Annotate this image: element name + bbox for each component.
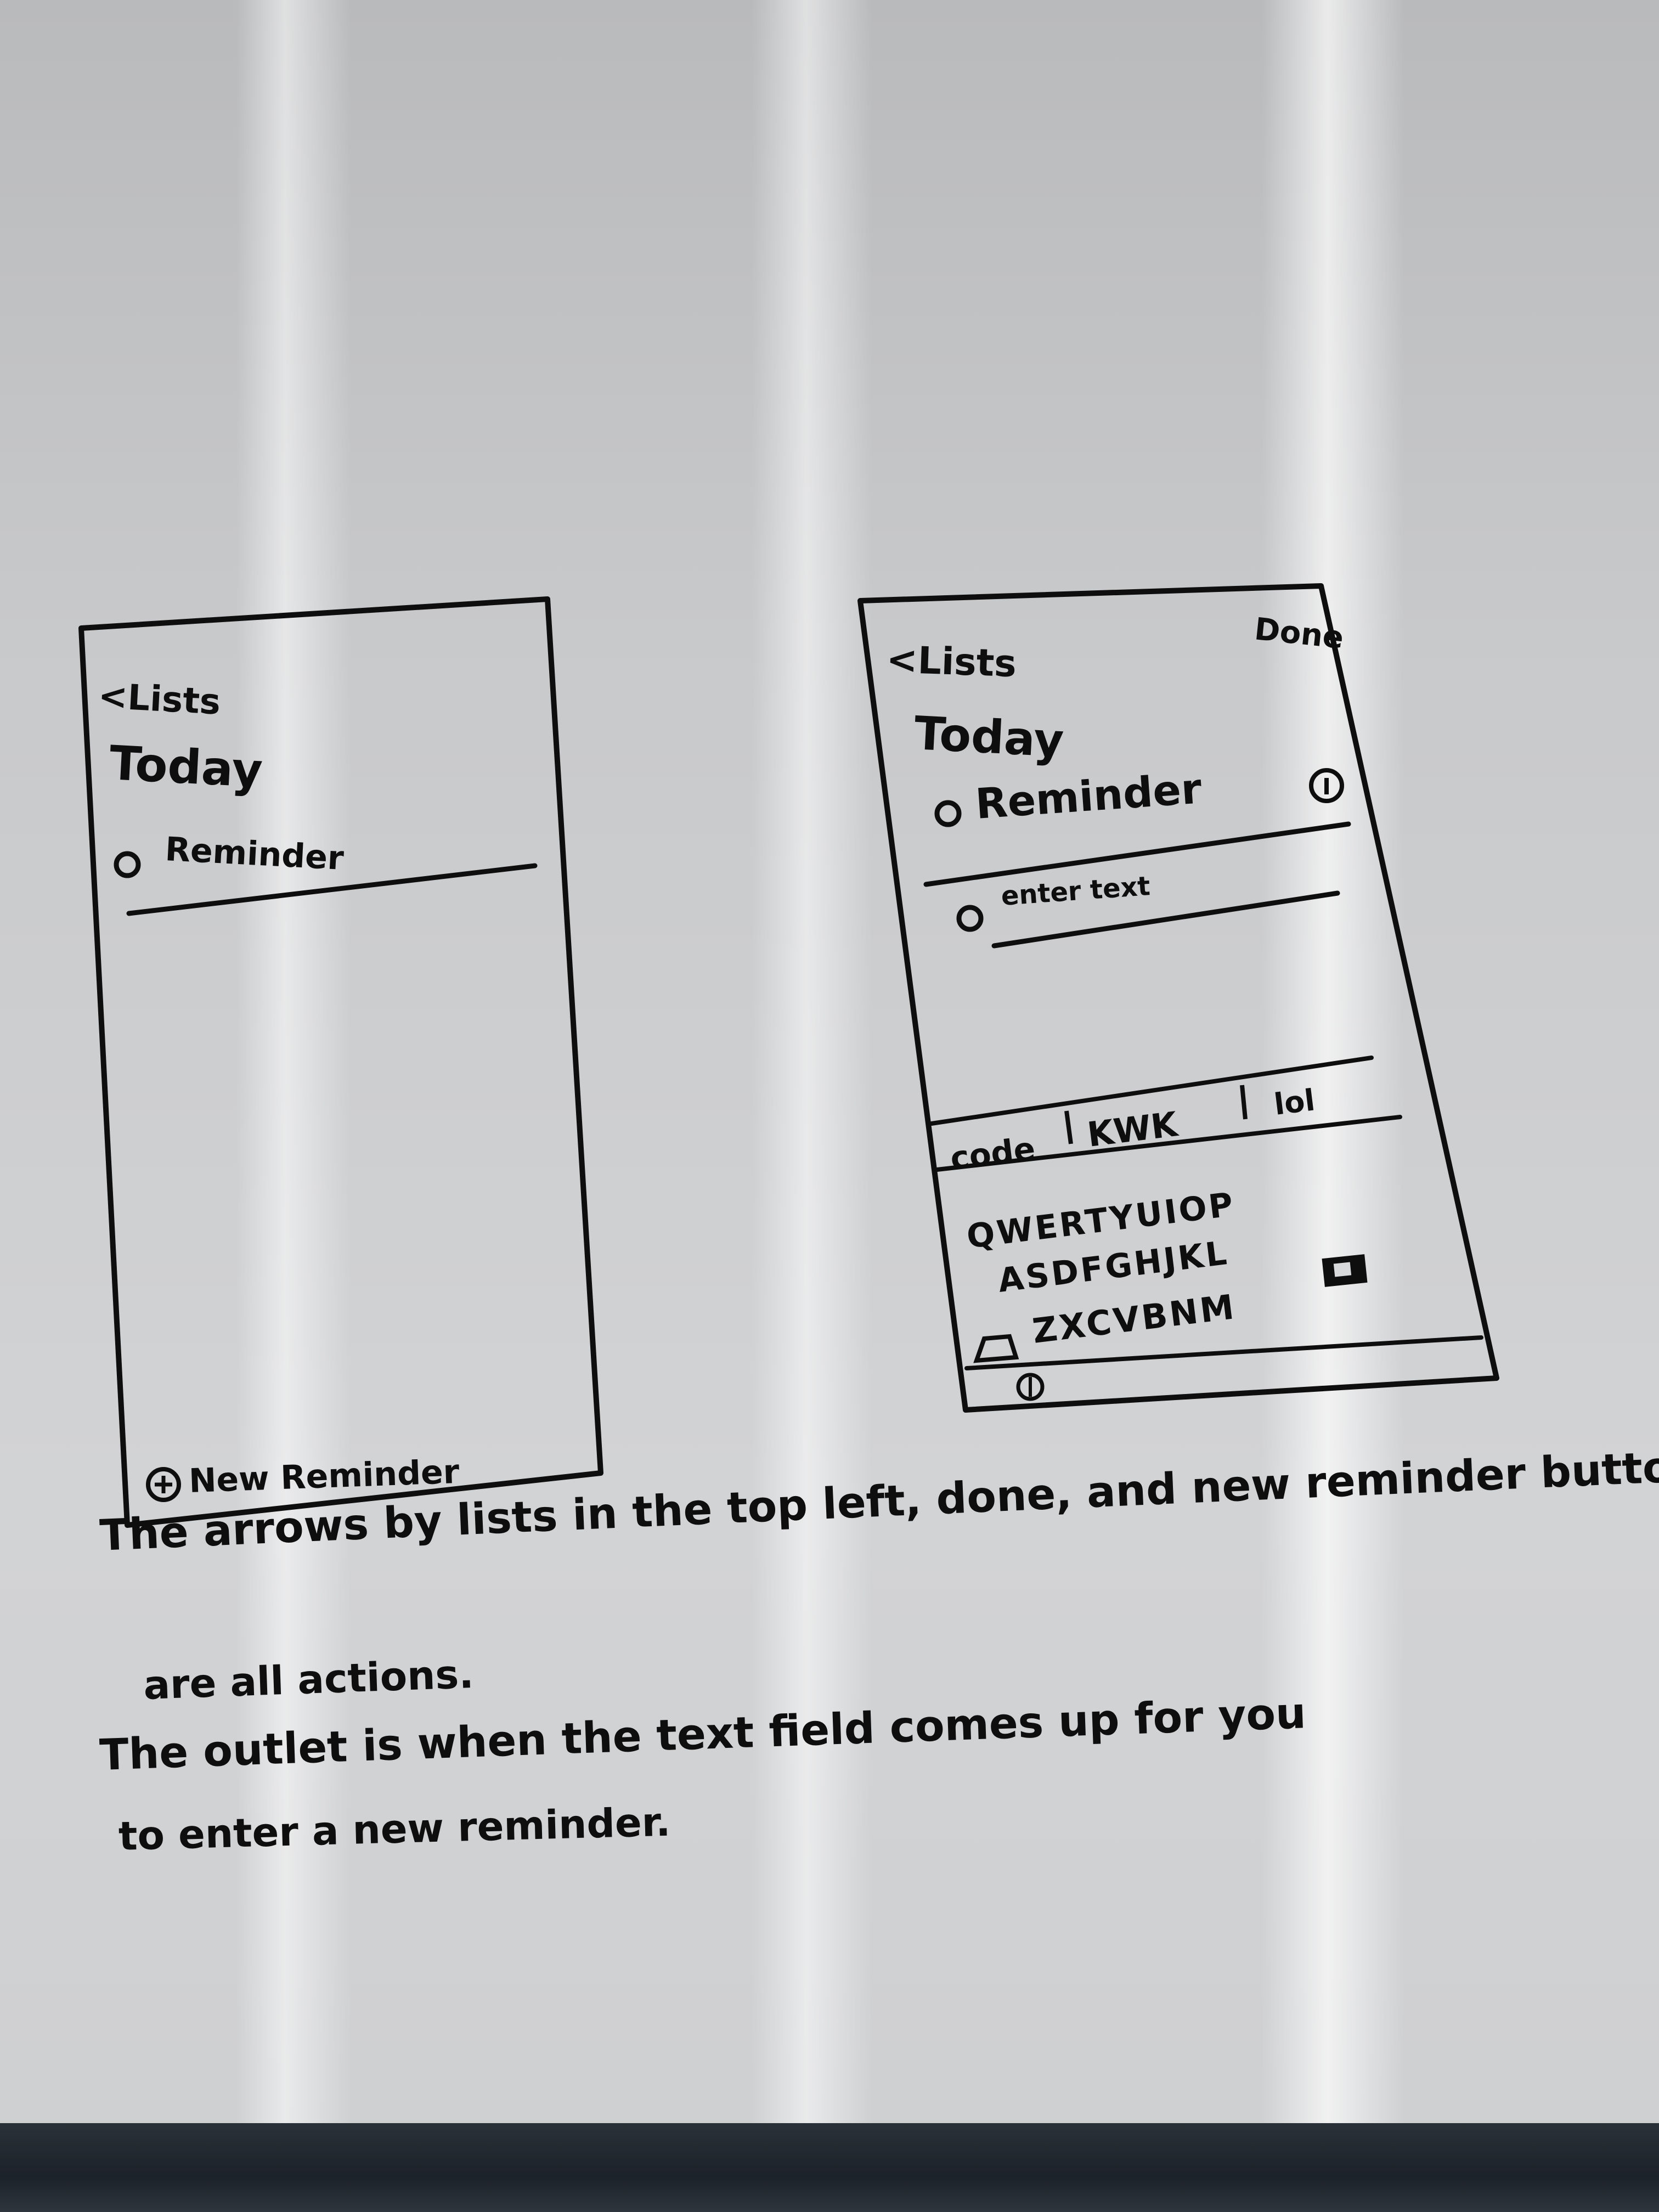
keyboard-bottom-border <box>964 1335 1483 1370</box>
text-field-underline <box>991 890 1340 949</box>
plus-circle-icon <box>146 1467 181 1502</box>
suggestion-separator <box>1240 1085 1248 1120</box>
reminder-item-label: Reminder <box>164 830 345 878</box>
reminder-divider <box>126 863 538 916</box>
paper-background <box>0 0 1659 2123</box>
keyboard[interactable]: QWERTYUIOP ASDFGHJKL ZXCVBNM <box>964 1185 1368 1363</box>
reminder-divider <box>923 821 1351 887</box>
globe-icon[interactable] <box>1016 1373 1045 1401</box>
shift-key-icon[interactable] <box>973 1334 1019 1363</box>
suggestion-bar-top-border <box>929 1056 1374 1126</box>
suggestion-bar-bottom-border <box>935 1115 1402 1172</box>
back-to-lists-button[interactable]: <Lists <box>97 676 222 723</box>
new-reminder-label: New Reminder <box>188 1453 460 1500</box>
reminder-item-label: Reminder <box>974 764 1204 828</box>
done-button[interactable]: Done <box>1253 611 1346 656</box>
reminder-checkbox-icon[interactable] <box>934 800 962 827</box>
new-reminder-input[interactable]: enter text <box>1000 871 1151 912</box>
suggestion-code[interactable]: code <box>948 1130 1037 1177</box>
suggestion-lol[interactable]: lol <box>1272 1082 1317 1122</box>
list-title: Today <box>913 706 1065 768</box>
back-to-lists-button[interactable]: <Lists <box>885 638 1017 686</box>
wireframe-sketches: <Lists Today Reminder New Reminder Done … <box>78 583 1499 1528</box>
list-title: Today <box>108 736 264 798</box>
info-icon[interactable] <box>1309 768 1344 803</box>
reminder-checkbox-icon[interactable] <box>114 851 141 878</box>
suggestion-separator <box>1064 1110 1073 1144</box>
new-reminder-button[interactable]: New Reminder <box>146 1453 460 1502</box>
phone-frame-1 <box>78 596 603 1528</box>
phone-frame-2 <box>857 583 1499 1413</box>
table-surface <box>0 2123 1659 2212</box>
new-reminder-checkbox-icon[interactable] <box>956 905 984 932</box>
suggestion-kwk[interactable]: KWK <box>1085 1104 1181 1155</box>
keyboard-row-3[interactable]: ZXCVBNM <box>1030 1286 1238 1351</box>
